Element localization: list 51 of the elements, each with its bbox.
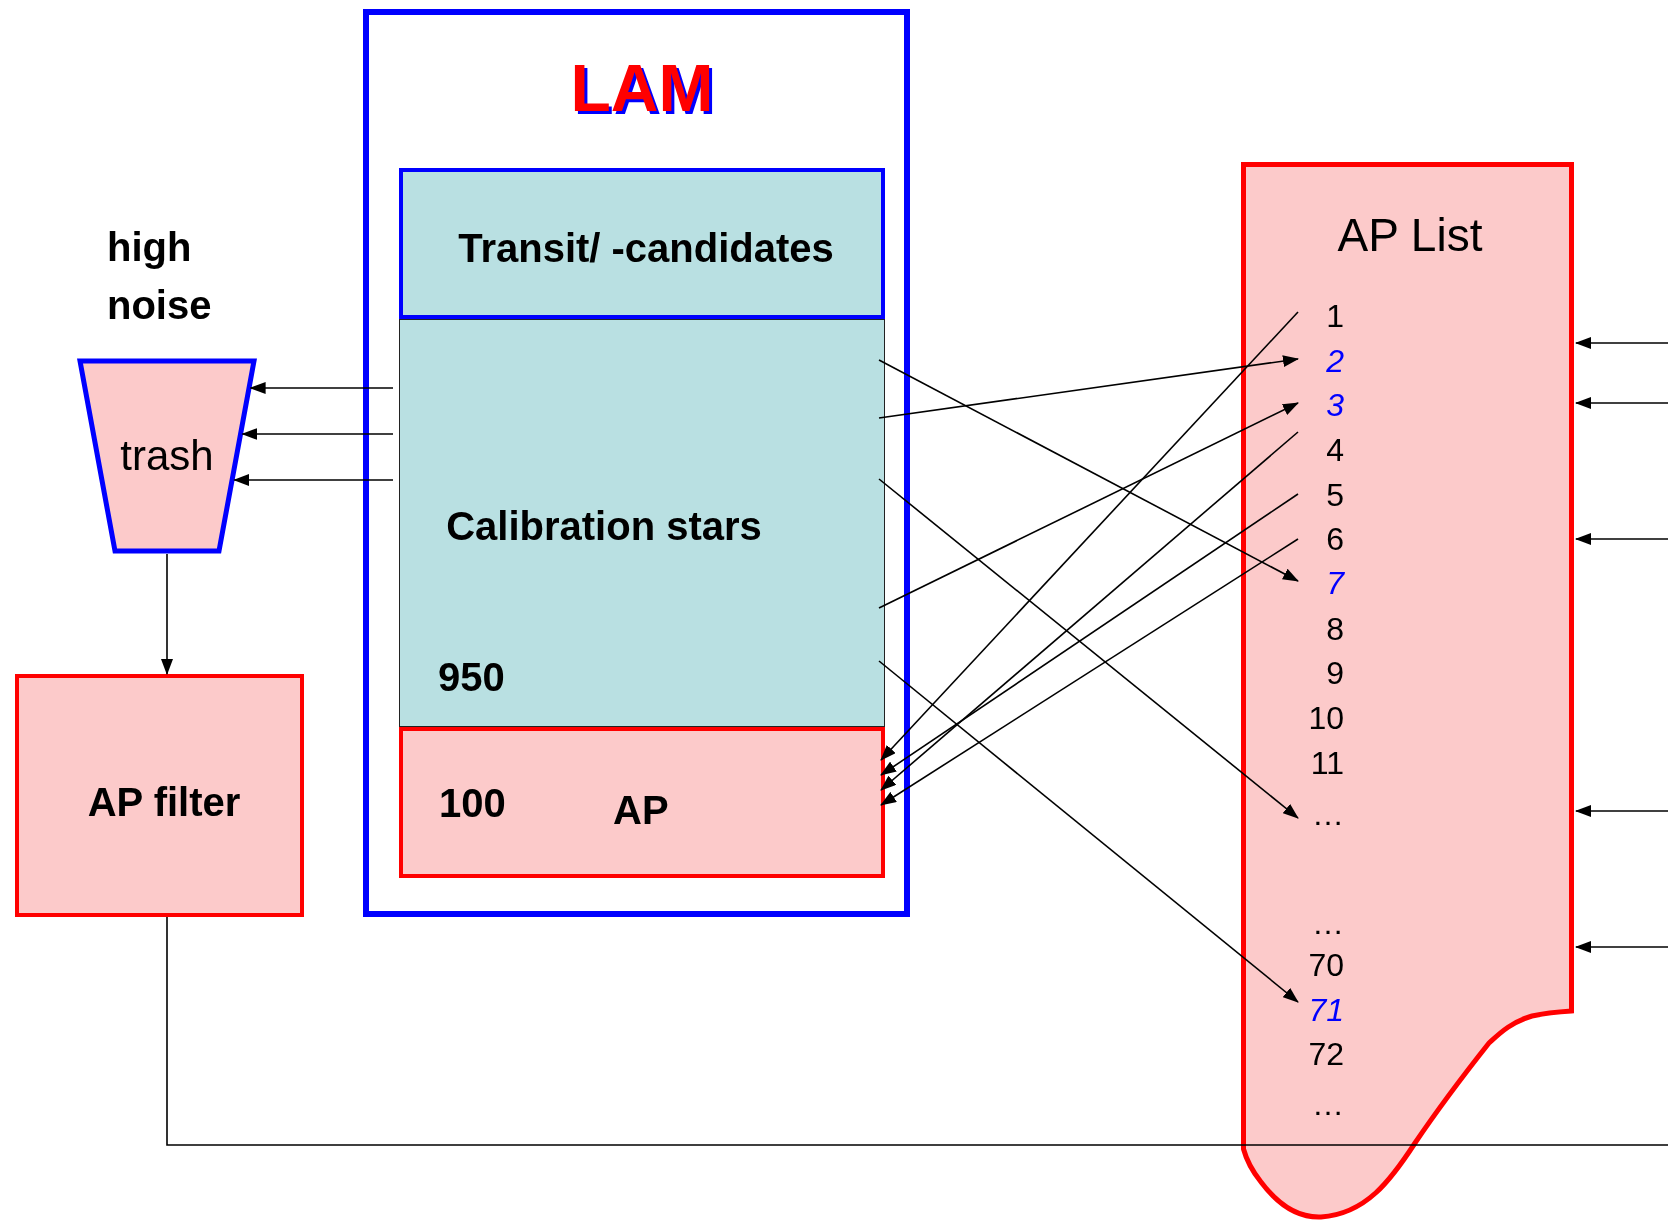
calibration-box: [399, 319, 885, 727]
box-label: Transit/ -candidates: [458, 225, 834, 271]
box-label: AP filter: [87, 779, 241, 825]
arrow: [878, 359, 1299, 582]
arrow: [880, 431, 1299, 791]
arrow: [880, 311, 1299, 761]
list-number: 10: [1298, 698, 1344, 738]
list-number: 3: [1298, 385, 1344, 425]
filter-box: [15, 674, 304, 917]
arrow: [249, 382, 394, 394]
list-number: 70: [1298, 945, 1344, 985]
arrow: [1575, 397, 1668, 409]
arrow: [1575, 805, 1668, 817]
frame-title: LAM: [570, 51, 714, 127]
arrow: [878, 402, 1299, 609]
bin-label: trash: [120, 432, 214, 481]
list-title: AP List: [1337, 209, 1483, 262]
arrow: [878, 355, 1299, 419]
arrow: [1575, 533, 1668, 545]
list-number: 4: [1298, 430, 1344, 470]
arrow: [1575, 941, 1668, 953]
arrow: [1575, 337, 1668, 349]
box-label: Calibration stars: [446, 503, 762, 549]
count-label: 950: [438, 654, 505, 700]
ap-box: [399, 727, 885, 878]
candidate-box: [399, 168, 885, 319]
list-number: 2: [1298, 341, 1344, 381]
list-number: 6: [1298, 519, 1344, 559]
arrow: [161, 553, 173, 675]
list-number: …: [1298, 903, 1344, 943]
outer-frame: [363, 9, 910, 917]
list-number: 5: [1298, 475, 1344, 515]
arrow: [878, 478, 1299, 819]
list-number: …: [1298, 794, 1344, 834]
list-number: …: [1298, 1084, 1344, 1124]
list-number: 72: [1298, 1034, 1344, 1074]
arrow: [241, 428, 394, 440]
list-number: 8: [1298, 609, 1344, 649]
list-number: 1: [1298, 296, 1344, 336]
list-number: 9: [1298, 653, 1344, 693]
arrow: [880, 493, 1299, 776]
list-number: 71: [1298, 990, 1344, 1030]
arrow: [233, 474, 394, 486]
count-label: 100: [439, 780, 506, 826]
box-label: AP: [613, 787, 669, 833]
arrow: [878, 660, 1299, 1003]
list-number: 11: [1298, 743, 1344, 783]
list-number: 7: [1298, 563, 1344, 603]
arrow: [880, 538, 1299, 806]
connector-line: [166, 916, 1668, 1146]
heading-label: high noise: [107, 224, 213, 329]
